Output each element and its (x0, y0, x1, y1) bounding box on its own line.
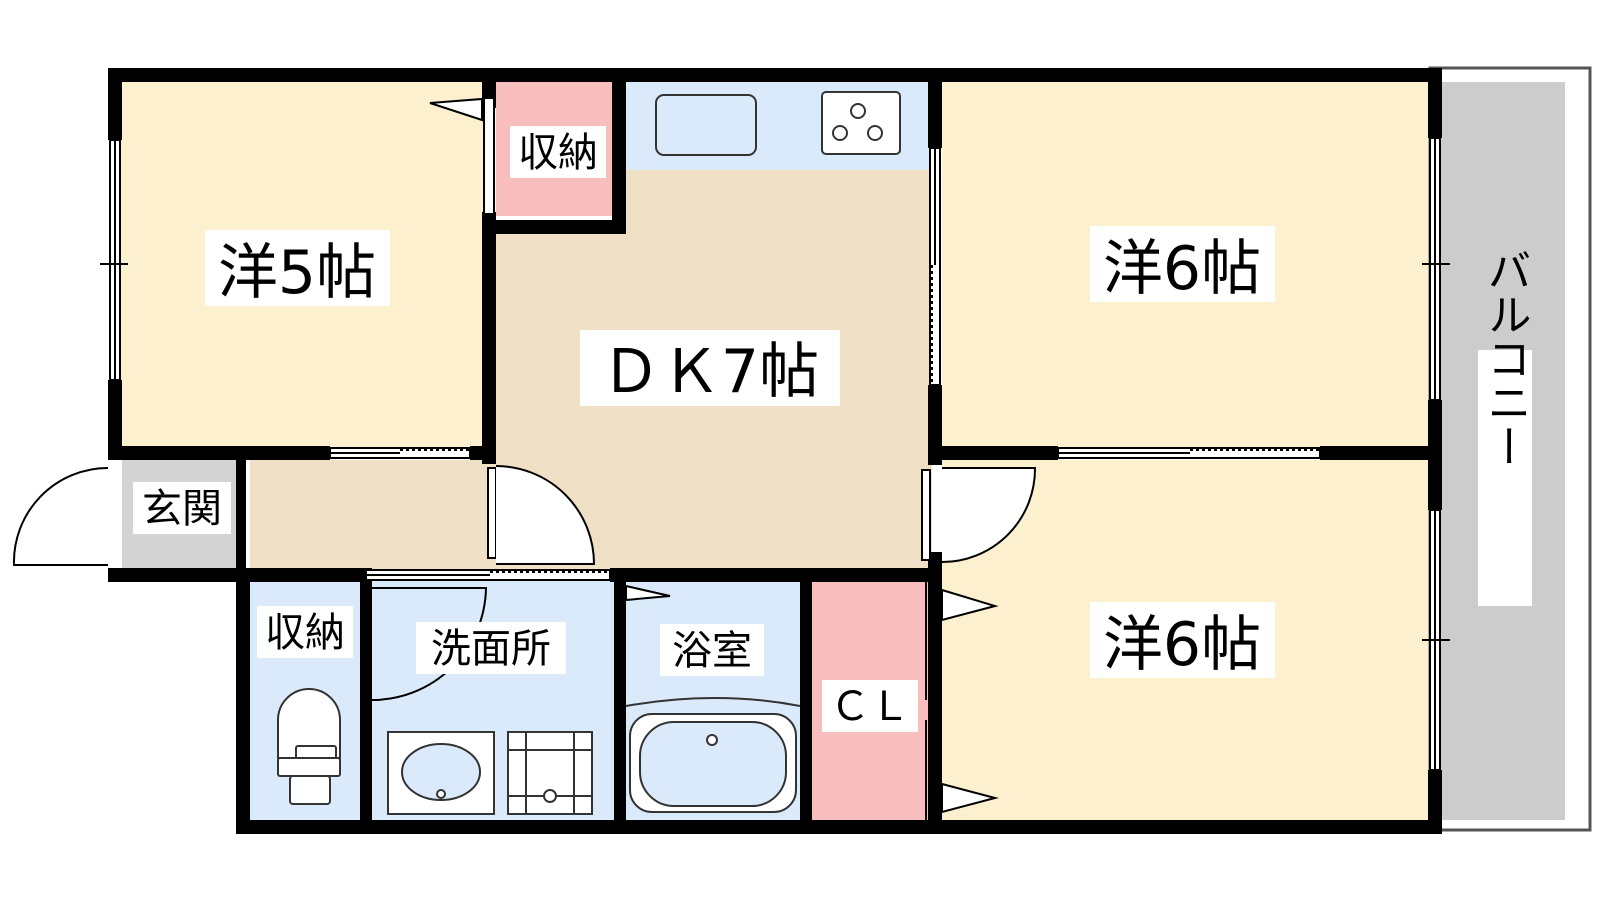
south-east-bedroom-label: 洋6帖 (1103, 610, 1261, 680)
washroom-label: 洗面所 (431, 626, 551, 672)
bathtub-icon (625, 697, 801, 813)
entrance-label: 玄関 (142, 486, 222, 532)
balcony-label: バルコニー (1480, 248, 1531, 468)
washbasin-icon (387, 731, 495, 815)
kitchen-sink-icon (655, 94, 757, 156)
gas-stove-icon (821, 91, 901, 155)
sliding-doors (329, 97, 1321, 581)
closet-label: ＣＬ (830, 684, 910, 730)
storage-toilet-label: 収納 (265, 610, 345, 656)
north-east-bedroom-label: 洋6帖 (1103, 234, 1261, 304)
west-bedroom-label: 洋5帖 (218, 238, 376, 308)
washing-machine-icon (507, 731, 593, 815)
swing-doors (12, 97, 1037, 820)
storage-top-label: 収納 (518, 130, 598, 176)
toilet-icon (277, 688, 341, 805)
bathroom-label: 浴室 (672, 628, 752, 674)
walls (108, 68, 1442, 834)
label-backgrounds (133, 126, 1532, 732)
dining-kitchen-label: ＤＫ7帖 (601, 337, 819, 407)
window-ticks (100, 263, 1450, 641)
